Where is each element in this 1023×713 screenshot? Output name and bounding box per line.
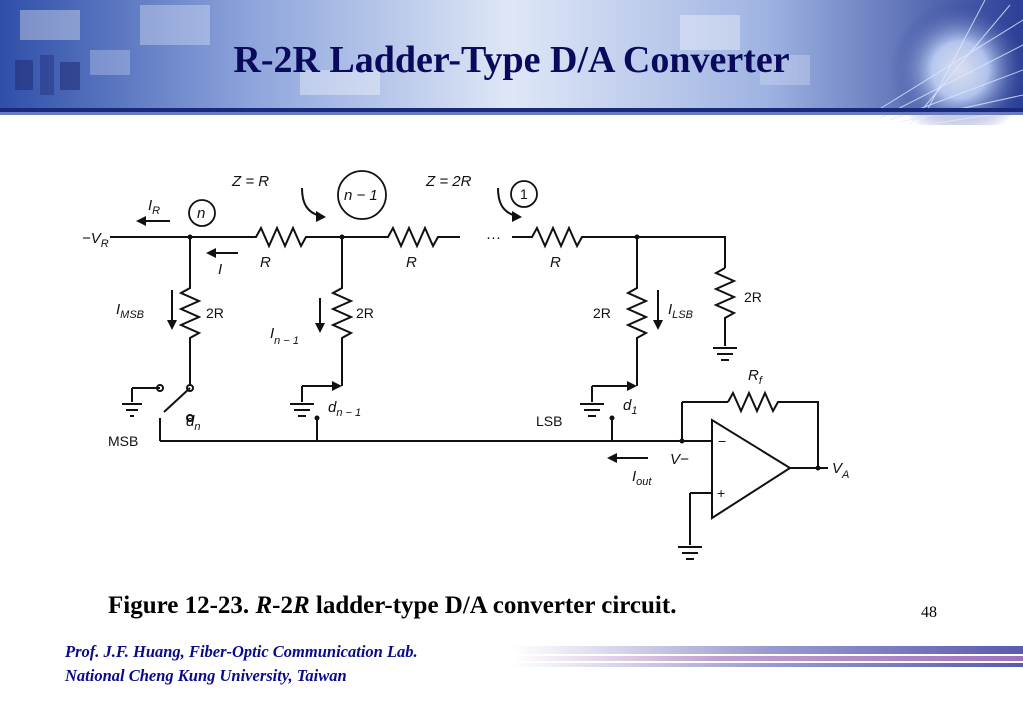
resistor-r-2 bbox=[342, 225, 460, 249]
label-v-minus: V− bbox=[670, 451, 689, 468]
label-2r-3: 2R bbox=[593, 305, 611, 321]
banner-graphic bbox=[0, 0, 1023, 125]
label-opamp-plus: + bbox=[717, 485, 725, 501]
ground-terminal bbox=[713, 347, 737, 361]
label-rf: Rf bbox=[748, 367, 763, 387]
label-z-2r: Z = 2R bbox=[425, 173, 472, 190]
label-node-n-minus-1: n − 1 bbox=[344, 187, 378, 204]
circuit-diagram: −VR IR n n − 1 1 Z = R Z = 2R I R R ··· … bbox=[82, 170, 849, 560]
label-node-n: n bbox=[197, 205, 205, 222]
header-banner bbox=[0, 0, 1023, 125]
node-circle-1 bbox=[510, 180, 538, 208]
label-opamp-minus: − bbox=[718, 433, 726, 449]
node-circle-n-minus-1 bbox=[337, 170, 387, 220]
arrow-i-lsb bbox=[653, 290, 663, 330]
arrow-ir bbox=[136, 216, 170, 226]
resistor-2r-lsb bbox=[625, 237, 649, 386]
label-d1: d1 bbox=[623, 397, 637, 417]
label-r-2: R bbox=[406, 254, 417, 271]
resistor-r-1 bbox=[238, 225, 342, 249]
arrow-i-msb bbox=[167, 290, 177, 330]
label-vr: −VR bbox=[82, 230, 109, 250]
resistor-2r-terminal bbox=[713, 267, 737, 346]
arrow-z-2r bbox=[497, 187, 522, 222]
label-i-out: Iout bbox=[632, 468, 652, 488]
op-amp bbox=[711, 418, 792, 520]
label-msb: MSB bbox=[108, 433, 138, 449]
resistor-2r-msb bbox=[178, 237, 202, 386]
switch-msb bbox=[122, 384, 194, 422]
label-lsb: LSB bbox=[536, 413, 562, 429]
label-i-msb: IMSB bbox=[116, 301, 144, 321]
switch-n-minus-1 bbox=[290, 381, 342, 421]
label-i-lsb: ILSB bbox=[668, 301, 693, 321]
node-circle-n bbox=[188, 199, 216, 227]
label-node-1: 1 bbox=[520, 186, 528, 202]
label-2r-4: 2R bbox=[744, 289, 762, 305]
label-2r-2: 2R bbox=[356, 305, 374, 321]
resistor-2r-n-minus-1 bbox=[330, 237, 354, 386]
arrow-z-r bbox=[301, 187, 326, 222]
figure-caption: Figure 12-23. R-2R ladder-type D/A conve… bbox=[108, 592, 677, 619]
label-z-r: Z = R bbox=[231, 173, 269, 190]
label-dots: ··· bbox=[486, 229, 501, 246]
resistor-r-3 bbox=[512, 225, 726, 268]
label-r-3: R bbox=[550, 254, 561, 271]
label-dn-minus-1: dn − 1 bbox=[328, 399, 361, 419]
label-2r-1: 2R bbox=[206, 305, 224, 321]
label-ir: IR bbox=[148, 197, 160, 217]
label-dn: dn bbox=[186, 413, 200, 433]
label-current-i: I bbox=[218, 261, 222, 278]
page-number: 48 bbox=[921, 604, 937, 621]
label-r-1: R bbox=[260, 254, 271, 271]
ground-opamp bbox=[678, 546, 702, 560]
footer-bar bbox=[0, 638, 1023, 708]
arrow-i bbox=[206, 248, 238, 258]
footer-author: Prof. J.F. Huang, Fiber-Optic Communicat… bbox=[65, 642, 418, 661]
slide-title: R-2R Ladder-Type D/A Converter bbox=[233, 39, 790, 81]
arrow-i-n1 bbox=[315, 298, 325, 333]
footer-institution: National Cheng Kung University, Taiwan bbox=[65, 666, 347, 685]
footer-stripes bbox=[0, 646, 1023, 667]
label-i-n-minus-1: In − 1 bbox=[270, 325, 299, 347]
resistor-rf bbox=[727, 390, 819, 468]
arrow-i-out bbox=[607, 453, 648, 463]
label-va: VA bbox=[832, 460, 849, 481]
switch-lsb bbox=[580, 381, 637, 421]
